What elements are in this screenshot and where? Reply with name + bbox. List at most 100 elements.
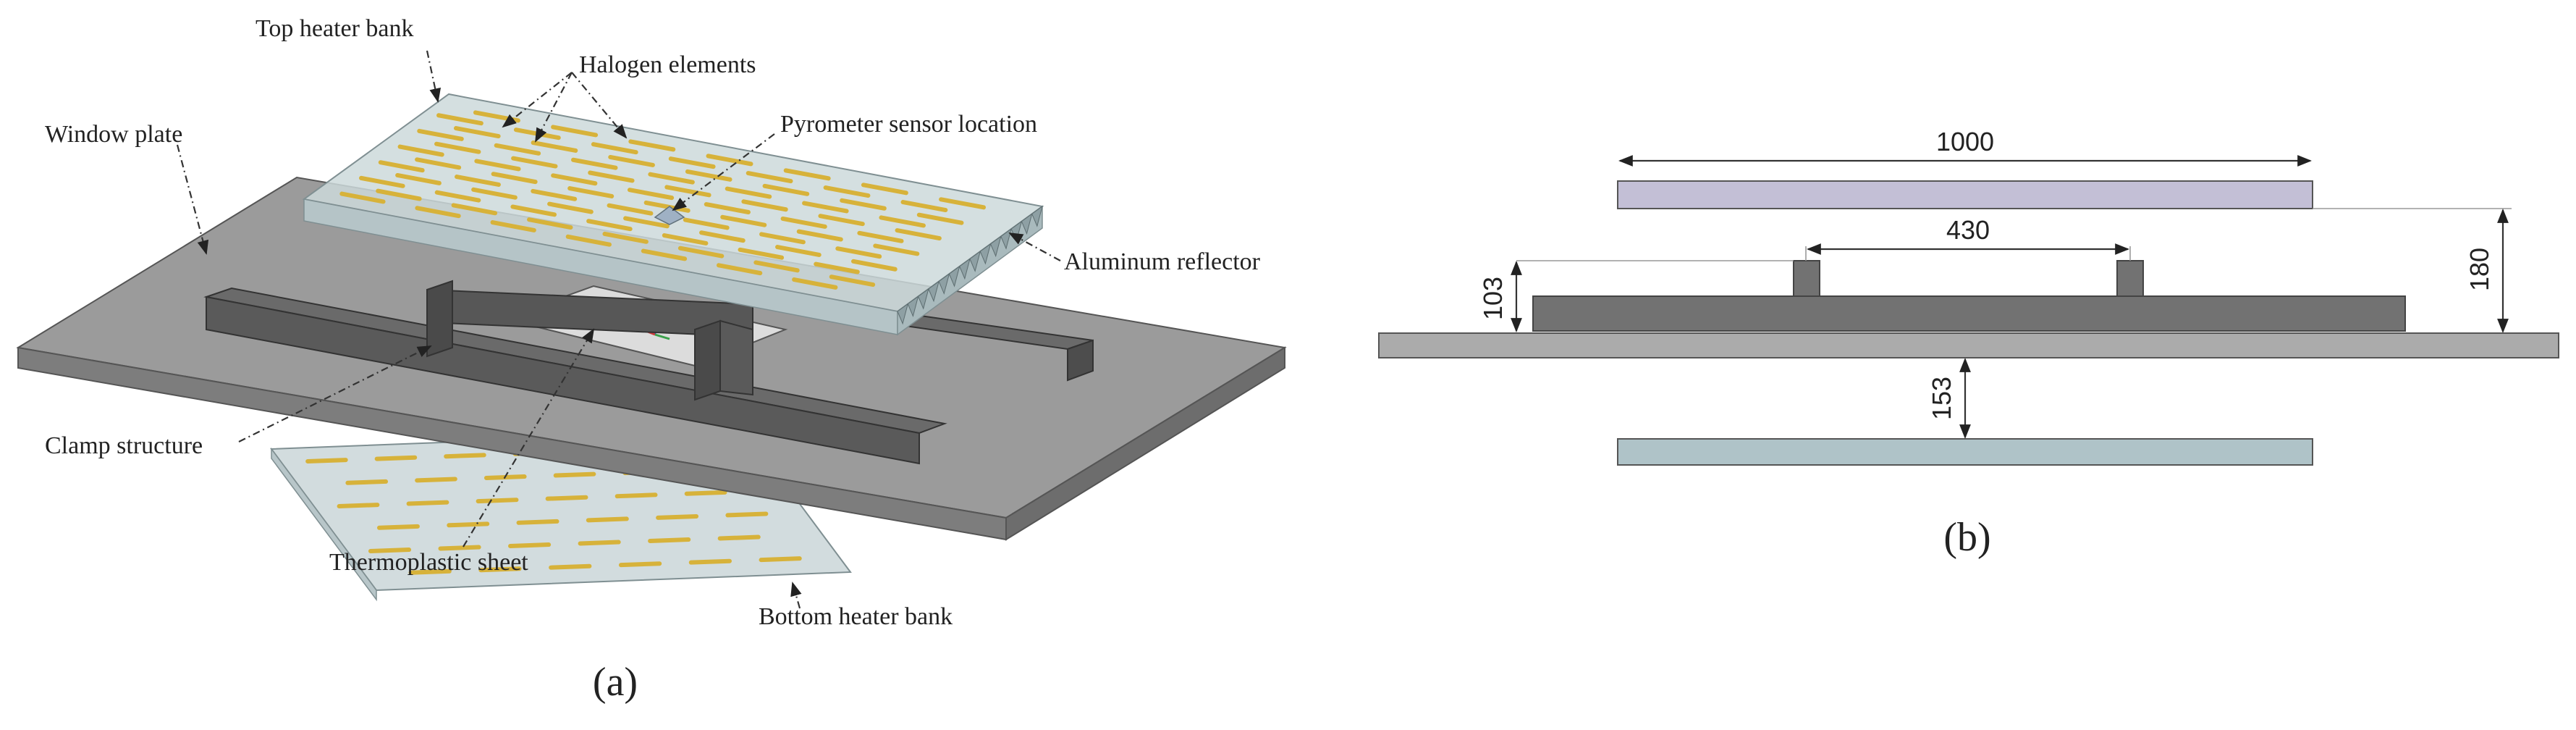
halogen-element [738, 247, 785, 260]
halogen-element [688, 558, 732, 565]
halogen-element [471, 187, 518, 200]
halogen-element [545, 495, 588, 501]
reflector-tooth [1021, 213, 1033, 235]
halogen-element [759, 556, 802, 563]
halogen-element [531, 188, 578, 201]
label-thermoplastic-sheet: Thermoplastic sheet [329, 549, 528, 576]
caption-b: (b) [1943, 515, 1990, 560]
halogen-element [823, 185, 871, 198]
halogen-element [648, 537, 691, 543]
clamp-bar-2d [1532, 295, 2406, 332]
halogen-element [434, 141, 481, 154]
label-top-heater-bank: Top heater bank [256, 15, 414, 42]
label-bottom-heater-bank: Bottom heater bank [759, 603, 953, 630]
leader-halogen-1 [502, 72, 573, 128]
halogen-element [551, 125, 599, 138]
halogen-element [531, 140, 578, 153]
halogen-element [397, 144, 444, 157]
halogen-element [725, 186, 772, 199]
halogen-element [753, 260, 800, 273]
halogen-element [415, 477, 457, 483]
halogen-element [741, 199, 788, 212]
reflector-tooth [1031, 205, 1043, 227]
halogen-element [664, 185, 711, 198]
halogen-element [455, 175, 501, 187]
halogen-element [549, 563, 592, 570]
halogen-element [814, 261, 860, 274]
halogen-element [900, 200, 948, 213]
halogen-element [474, 159, 521, 172]
leader-bottom-heater-bank [790, 582, 802, 609]
halogen-element [417, 128, 464, 141]
dim-bottom-gap: 153 [1927, 377, 1956, 420]
halogen-element [494, 143, 541, 156]
halogen-element [850, 259, 898, 272]
halogen-element [783, 168, 831, 181]
halogen-element [706, 154, 753, 167]
halogen-element [436, 113, 483, 126]
reflector-tooth [938, 272, 950, 295]
bottom-halogen-elements [305, 445, 802, 575]
halogen-element [438, 545, 481, 551]
clamp-post-left [1793, 260, 1820, 298]
halogen-element [395, 172, 442, 185]
halogen-element [835, 246, 882, 259]
halogen-element [444, 453, 486, 459]
reflector-tooth [989, 235, 1002, 258]
halogen-element [447, 521, 490, 528]
halogen-element [359, 175, 405, 188]
halogen-element [818, 214, 865, 227]
reflector-tooth [928, 280, 939, 303]
halogen-element [451, 203, 498, 216]
halogen-element [623, 216, 670, 229]
reflector-tooth [959, 258, 971, 280]
halogen-element [408, 569, 452, 575]
halogen-element [510, 204, 557, 217]
leader-pyrometer [672, 133, 775, 211]
leader-halogen-3 [571, 72, 628, 139]
halogen-element [476, 498, 519, 504]
halogen-element [873, 243, 920, 256]
label-halogen-elements: Halogen elements [579, 51, 756, 78]
reflector-tooth [897, 303, 909, 325]
dim-top-bank-width: 1000 [1936, 127, 1994, 156]
leader-aluminum-reflector [1008, 232, 1061, 261]
halogen-element [378, 160, 425, 173]
halogen-element [368, 548, 412, 553]
halogen-element [491, 172, 538, 185]
halogen-element [608, 154, 655, 167]
halogen-element [796, 229, 843, 242]
halogen-element [895, 228, 942, 241]
reflector-tooth [948, 265, 960, 288]
label-window-plate: Window plate [45, 121, 182, 148]
leader-window-plate [176, 144, 209, 255]
halogen-element [547, 201, 594, 214]
halogen-element [857, 230, 904, 243]
halogen-element [725, 511, 769, 518]
aluminum-reflector [897, 205, 1043, 325]
reflector-tooth [917, 288, 929, 310]
halogen-element [780, 216, 827, 229]
halogen-element [508, 542, 552, 548]
top-bank-2d [1617, 180, 2313, 209]
halogen-element [939, 197, 987, 210]
halogen-element [916, 212, 964, 225]
halogen-element [434, 190, 481, 203]
halogen-element [339, 191, 386, 204]
halogen-element [490, 220, 536, 232]
halogen-element [565, 234, 612, 247]
halogen-element [840, 198, 887, 211]
plate-2d [1378, 332, 2559, 358]
halogen-element [591, 142, 638, 155]
label-clamp-structure: Clamp structure [45, 432, 203, 459]
halogen-element [775, 245, 822, 257]
halogen-element [415, 206, 461, 219]
halogen-element [677, 246, 725, 259]
dim-clamp-post-spacing: 430 [1946, 215, 1990, 245]
halogen-element [720, 214, 767, 227]
halogen-element [586, 219, 633, 232]
halogen-element [516, 519, 559, 525]
halogen-element [685, 169, 732, 182]
halogen-element [453, 126, 501, 139]
